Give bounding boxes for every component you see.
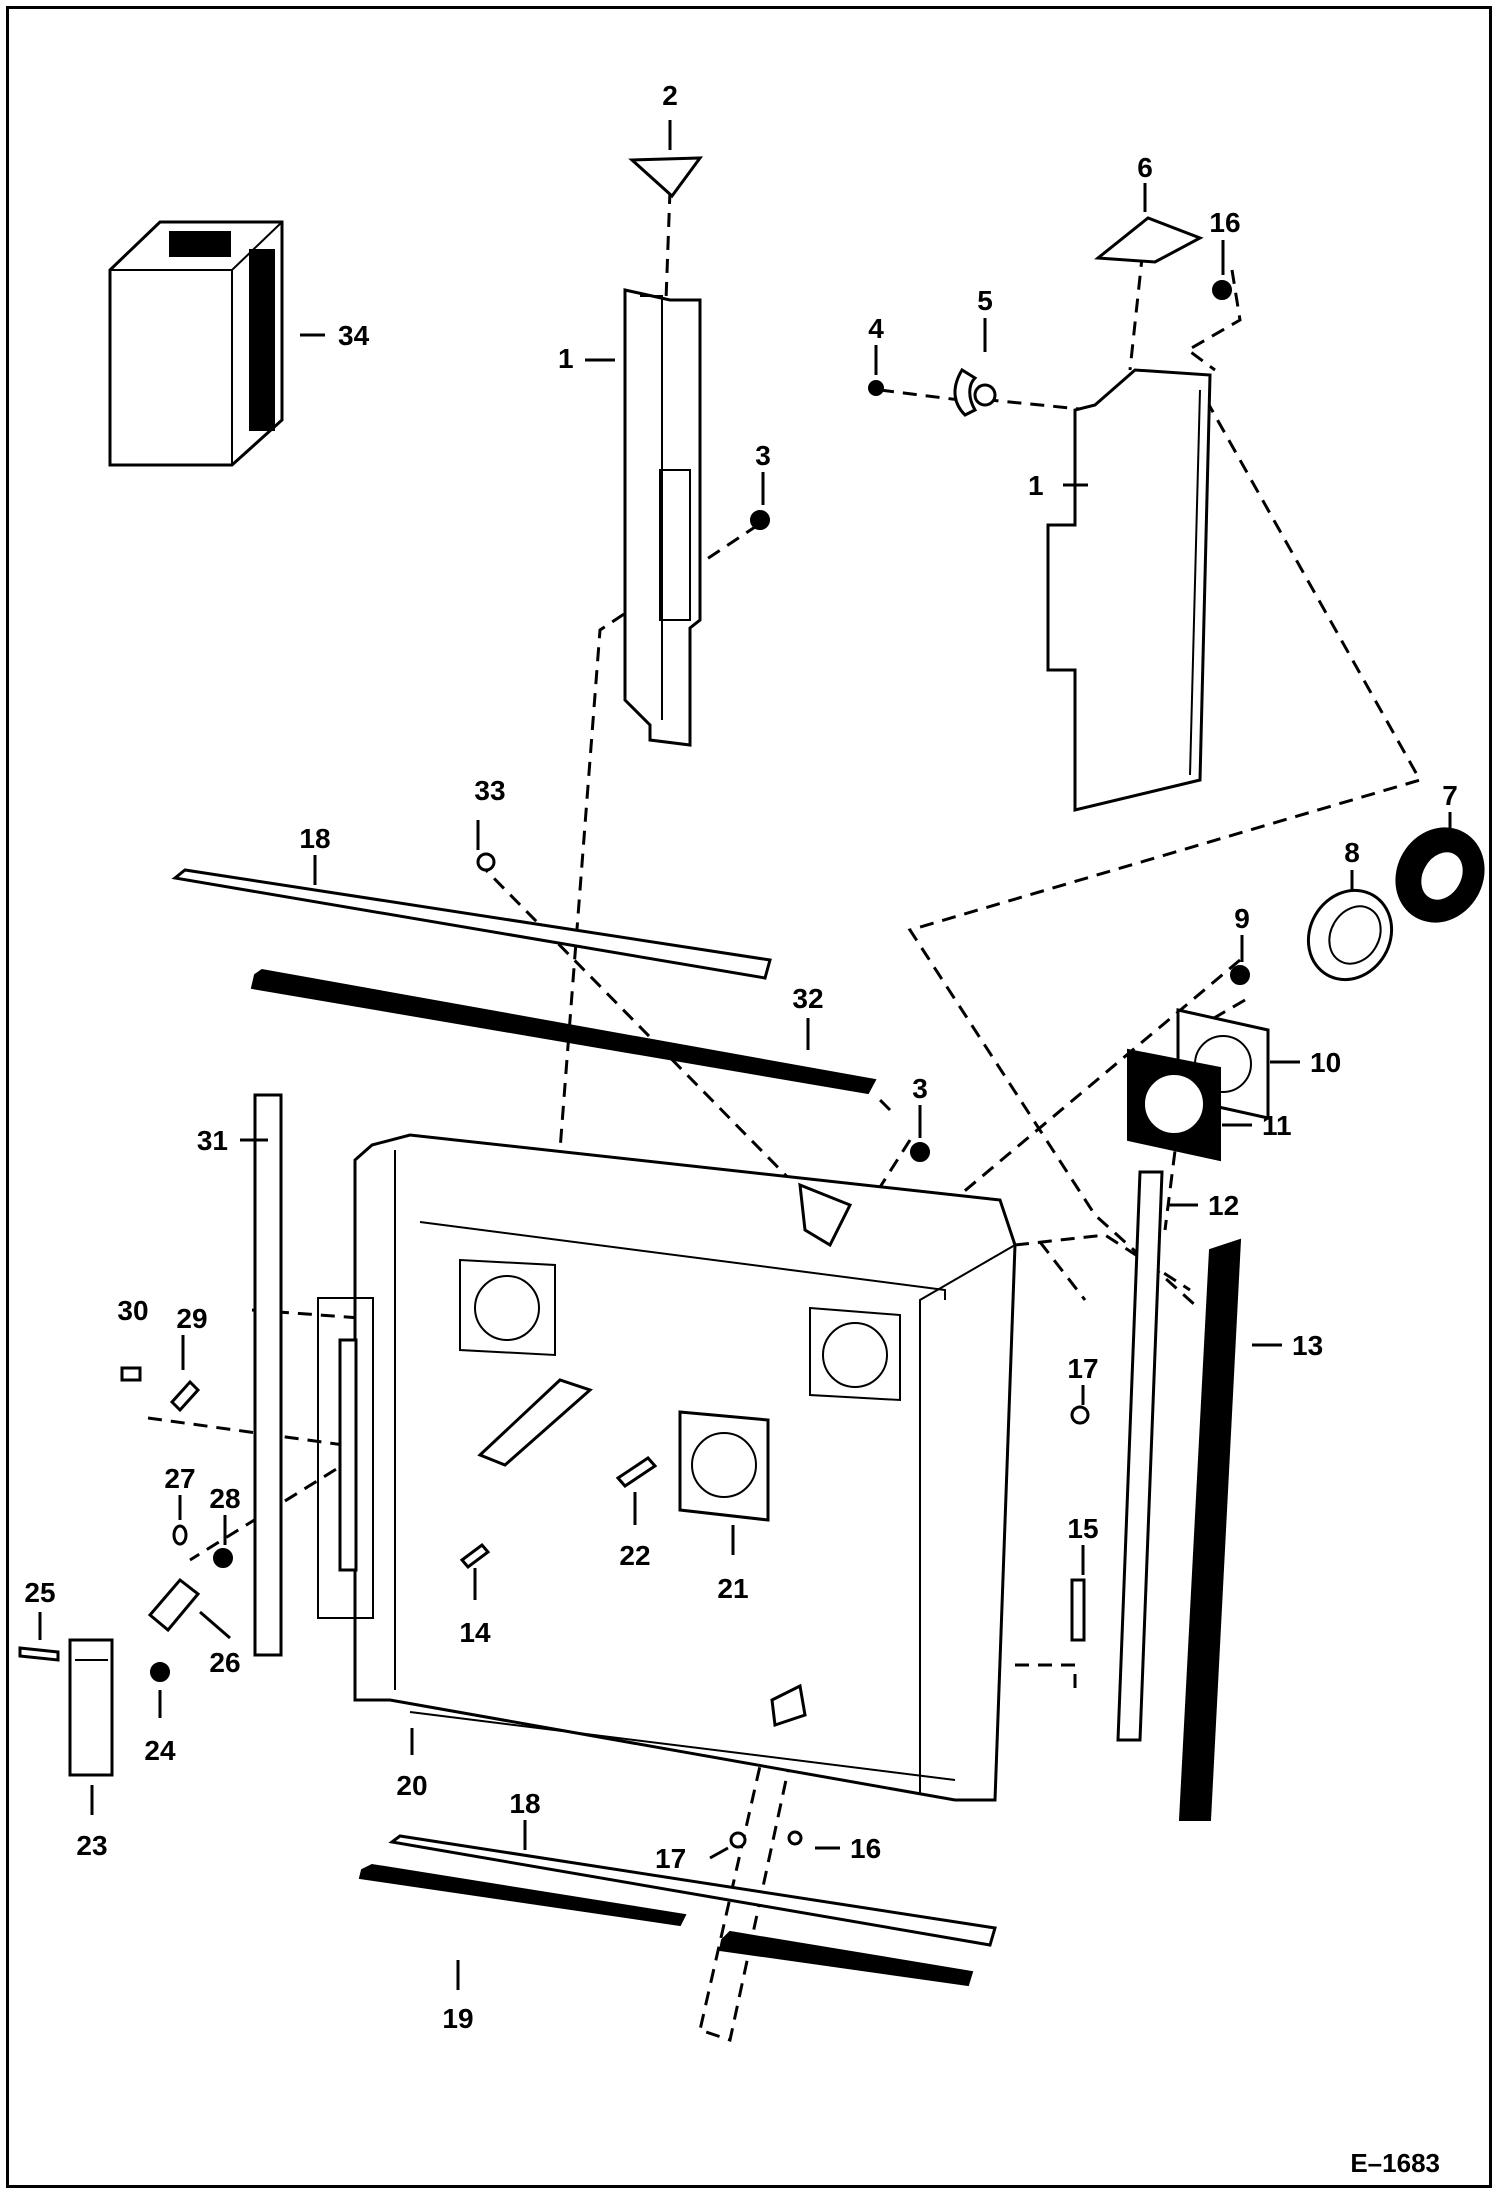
part-17-washer-right <box>1070 1405 1090 1425</box>
part-18-strip-upper <box>171 868 772 980</box>
callout-28: 28 <box>209 1483 240 1514</box>
part-33-screw <box>476 852 496 872</box>
callout-15: 15 <box>1067 1513 1098 1544</box>
part-17-washer-bottom <box>729 1831 747 1849</box>
callout-24: 24 <box>144 1735 176 1766</box>
part-12-rod <box>1116 1170 1164 1742</box>
part-20-main-panel <box>317 1133 1017 1802</box>
callout-20: 20 <box>396 1770 427 1801</box>
part-29-bolt <box>169 1379 201 1413</box>
part-3-nut-upper <box>750 510 770 530</box>
callout-12: 12 <box>1208 1190 1239 1221</box>
callout-16-upper: 16 <box>1209 207 1240 238</box>
callout-27: 27 <box>164 1463 195 1494</box>
callout-23: 23 <box>76 1830 107 1861</box>
part-22-bolt <box>615 1456 658 1488</box>
callout-17-right: 17 <box>1067 1353 1098 1384</box>
callout-18-lower: 18 <box>509 1788 540 1819</box>
callout-11: 11 <box>1262 1110 1292 1141</box>
callout-32: 32 <box>792 983 823 1014</box>
part-9-nut <box>1230 965 1250 985</box>
callout-9: 9 <box>1234 903 1250 934</box>
figure-code: E–1683 <box>1350 2148 1440 2178</box>
part-4-nut <box>868 380 884 396</box>
part-32-seal <box>250 968 877 1095</box>
callout-18-upper: 18 <box>299 823 330 854</box>
part-27-pin <box>172 1524 188 1546</box>
callout-14: 14 <box>459 1617 491 1648</box>
part-13-seal <box>1178 1238 1242 1821</box>
part-3-nut-lower <box>910 1142 930 1162</box>
callout-26: 26 <box>209 1647 240 1678</box>
callout-19: 19 <box>442 2003 473 2034</box>
part-2-bracket <box>628 156 704 199</box>
part-31-strip <box>253 1093 283 1657</box>
part-1-panel-right <box>1046 368 1212 812</box>
callout-labels: 1 1 2 3 3 4 5 6 7 8 9 10 11 12 13 14 15 … <box>24 80 1457 2034</box>
callout-1-right: 1 <box>1028 470 1044 501</box>
part-16-nut-bottom <box>787 1830 803 1846</box>
callout-13: 13 <box>1292 1330 1323 1361</box>
part-28-nut <box>213 1548 233 1568</box>
part-7-ring <box>1395 827 1485 923</box>
callout-22: 22 <box>619 1540 650 1571</box>
callout-3-lower: 3 <box>912 1073 928 1104</box>
page-border <box>6 6 1492 2188</box>
callout-5: 5 <box>977 285 993 316</box>
callout-30: 30 <box>117 1295 148 1326</box>
part-8-filter <box>1306 888 1394 982</box>
part-16-nut-upper <box>1212 280 1232 300</box>
part-21-flange <box>678 1410 770 1522</box>
callout-21: 21 <box>717 1573 748 1604</box>
callout-33: 33 <box>474 775 505 806</box>
part-18-strip-lower <box>388 1834 997 1947</box>
part-26-sleeve <box>147 1577 201 1633</box>
callout-6: 6 <box>1137 152 1153 183</box>
leader-lines <box>38 120 1452 1990</box>
part-5-latch <box>953 367 997 417</box>
callout-10: 10 <box>1310 1047 1341 1078</box>
part-6-plate <box>1094 216 1204 264</box>
part-11-gasket <box>1127 1048 1221 1162</box>
part-34-box <box>108 220 284 467</box>
part-24-nut <box>150 1662 170 1682</box>
part-30-setscrew <box>120 1366 142 1382</box>
callout-3-upper: 3 <box>755 440 771 471</box>
part-25-bolt <box>18 1646 60 1662</box>
part-19-seal-left <box>358 1863 687 1927</box>
callout-1-left: 1 <box>558 343 574 374</box>
part-14-bolt <box>459 1542 491 1570</box>
callout-4: 4 <box>868 313 884 344</box>
callout-8: 8 <box>1344 837 1360 868</box>
callout-2: 2 <box>662 80 678 111</box>
callout-16-lower: 16 <box>850 1833 881 1864</box>
callout-25: 25 <box>24 1577 55 1608</box>
part-19-seal-right <box>718 1930 974 1987</box>
callout-29: 29 <box>176 1303 207 1334</box>
callout-34: 34 <box>338 320 370 351</box>
part-15-bolt <box>1070 1578 1086 1642</box>
callout-17-bottom: 17 <box>655 1843 686 1874</box>
part-23-hinge <box>68 1638 114 1777</box>
callout-31: 31 <box>197 1125 228 1156</box>
part-1-post-left <box>623 288 702 747</box>
callout-7: 7 <box>1442 780 1458 811</box>
